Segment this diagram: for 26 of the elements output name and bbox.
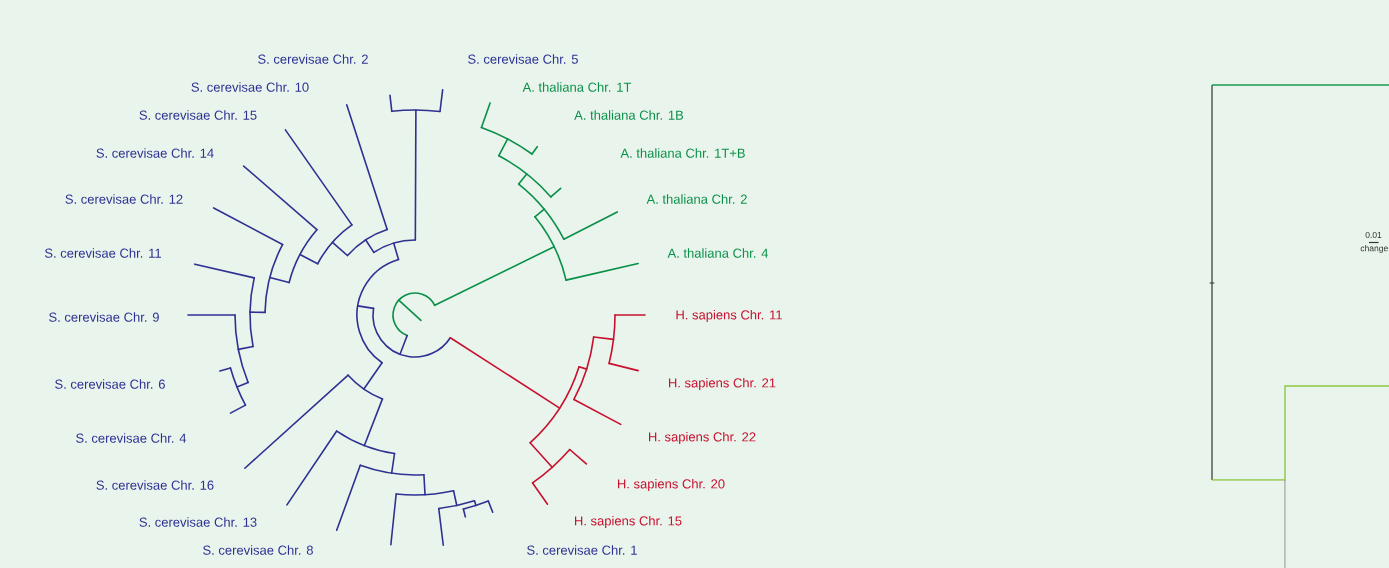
leaf-label: S. cerevisae Chr. 4 xyxy=(76,433,187,443)
leaf-label: S. cerevisae Chr. 8 xyxy=(203,545,313,555)
leaf-label: S. cerevisae Chr. 12 xyxy=(65,194,183,204)
leaf-label: S. cerevisae Chr. 9 xyxy=(49,312,159,322)
leaf-label: S. cerevisae Chr. 6 xyxy=(55,379,165,389)
leaf-label: H. sapiens Chr. 20 xyxy=(618,478,725,492)
leaf-label: A. thaliana Chr. 1B xyxy=(574,110,684,120)
leaf-label: S. cerevisae Chr. 16 xyxy=(96,480,214,490)
leaf-label: S. cerevisae Chr. 10 xyxy=(191,82,309,92)
leaf-label: H. sapiens Chr. 22 xyxy=(649,431,756,445)
leaf-label: S. cerevisae Chr. 5 xyxy=(468,54,578,64)
leaf-label: S. cerevisae Chr. 13 xyxy=(139,517,257,527)
leaf-label: S. cerevisae Chr. 15 xyxy=(139,110,257,120)
leaf-label: A. thaliana Chr. 1T+B xyxy=(620,148,745,158)
scale-label: 0.01 xyxy=(1365,232,1382,238)
leaf-label: A. thaliana Chr. 4 xyxy=(667,248,769,258)
leaf-label: S. cerevisae Chr. 2 xyxy=(258,54,368,64)
leaf-label: H. sapiens Chr. 11 xyxy=(676,309,782,323)
scale-label: change xyxy=(1360,245,1388,253)
leaf-label: S. cerevisae Chr. 1 xyxy=(527,545,637,555)
leaf-label: S. cerevisae Chr. 14 xyxy=(96,148,214,158)
leaf-label: H. sapiens Chr. 15 xyxy=(575,515,682,529)
leaf-label: H. sapiens Chr. 21 xyxy=(669,377,776,391)
leaf-label: A. thaliana Chr. 1T xyxy=(522,82,632,92)
leaf-label: S. cerevisae Chr. 11 xyxy=(44,248,161,258)
leaf-label: A. thaliana Chr. 2 xyxy=(646,194,747,204)
